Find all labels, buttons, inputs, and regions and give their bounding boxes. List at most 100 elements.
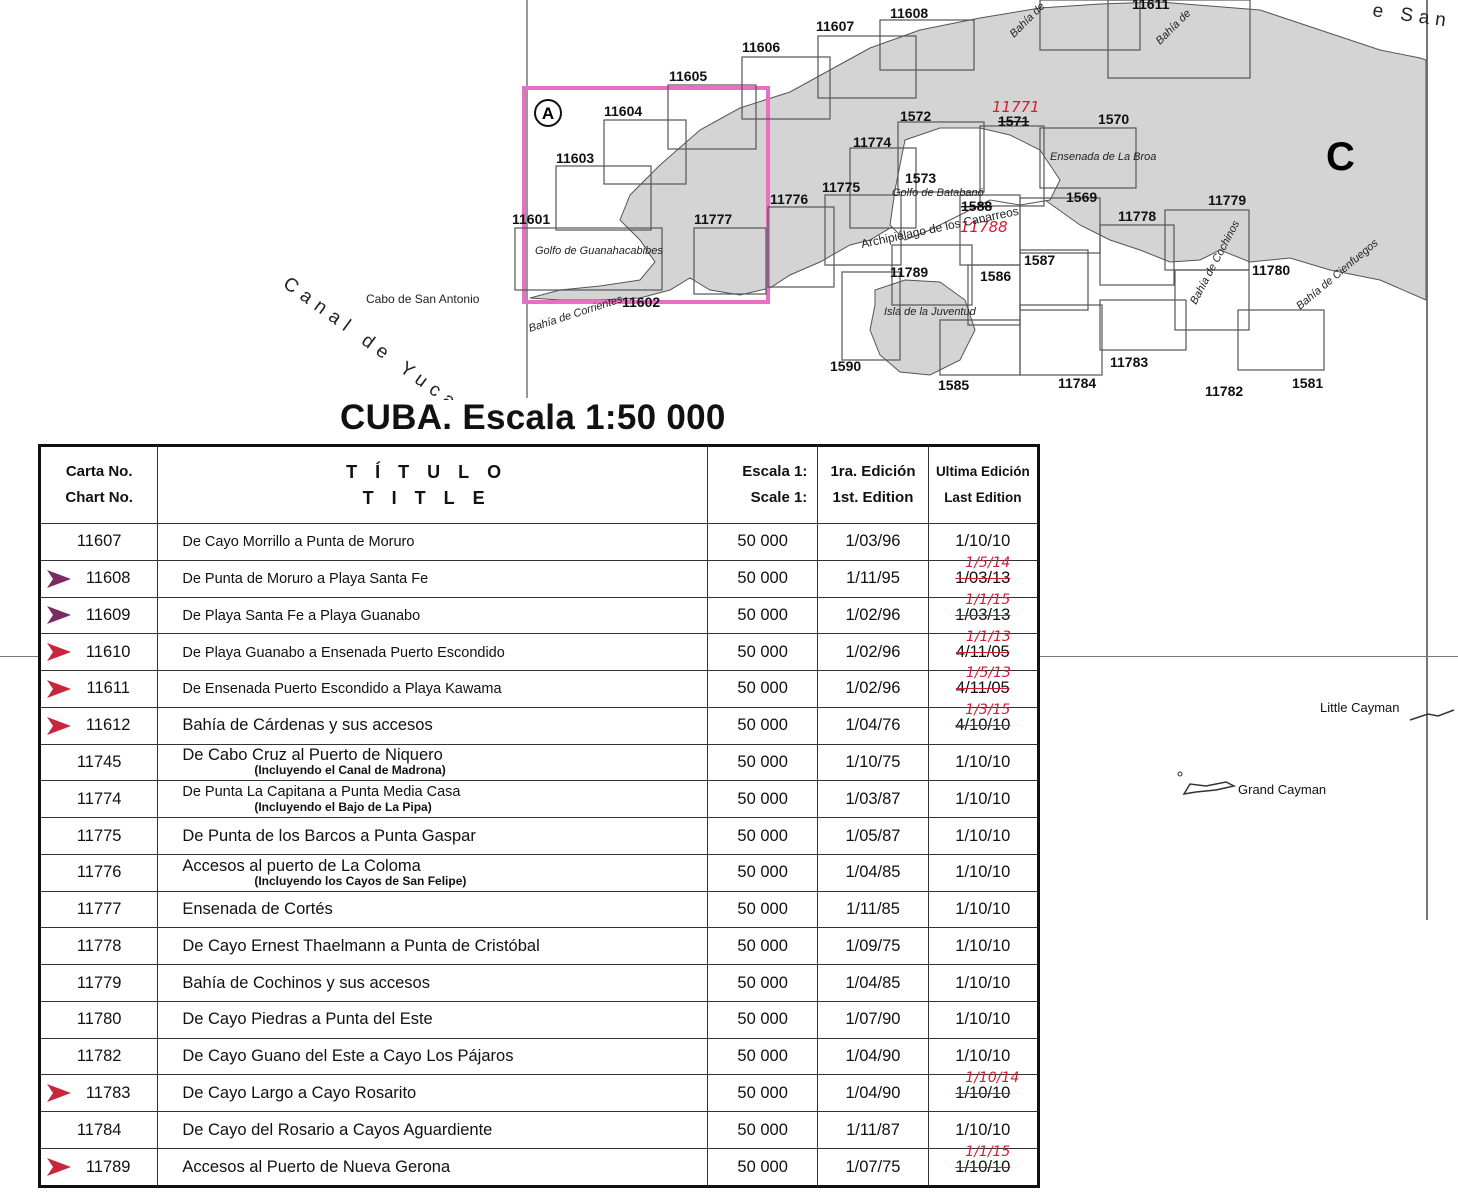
- cell-scale-value: 50 000: [737, 569, 788, 588]
- little-cayman-island: [1409, 709, 1455, 721]
- chart-label-1581[interactable]: 1581: [1292, 375, 1323, 391]
- chart-label-1571[interactable]: 1571: [998, 113, 1029, 129]
- place-label-cabo-san-antonio: Cabo de San Antonio: [366, 292, 480, 306]
- cell-first-edition: 1/02/96: [817, 670, 929, 708]
- chart-label-11778[interactable]: 11778: [1118, 208, 1156, 224]
- chart-title: De Punta de los Barcos a Punta Gaspar: [182, 826, 476, 845]
- chart-label-11775[interactable]: 11775: [822, 179, 860, 195]
- chart-title: De Playa Santa Fe a Playa Guanabo: [182, 607, 421, 624]
- chart-label-11774[interactable]: 11774: [853, 134, 891, 150]
- cell-first-edition-value: 1/02/96: [845, 679, 901, 698]
- chart-label-11607[interactable]: 11607: [816, 18, 854, 34]
- index-map[interactable]: A 11601 11602 11603 11604 11605 11606 11…: [0, 0, 1458, 400]
- chart-label-1569[interactable]: 1569: [1066, 189, 1097, 205]
- chart-label-1585[interactable]: 1585: [938, 377, 969, 393]
- chart-label-1590[interactable]: 1590: [830, 358, 861, 374]
- chart-title: De Cayo Ernest Thaelmann a Punta de Cris…: [182, 936, 540, 955]
- cell-chart-no: 11609: [38, 596, 159, 635]
- last-edition-value: 1/10/10: [955, 1047, 1011, 1066]
- cell-chart-no: 11789: [38, 1148, 159, 1187]
- cell-first-edition-value: 1/03/87: [845, 789, 901, 808]
- cell-scale: 50 000: [706, 1148, 819, 1187]
- handwritten-edition: 1/1/15: [965, 1143, 1011, 1160]
- cell-scale-value: 50 000: [737, 863, 788, 882]
- highlight-region-a[interactable]: [522, 86, 770, 304]
- cell-scale: 50 000: [706, 633, 819, 672]
- region-a-label: A: [542, 104, 554, 123]
- chart-label-11777[interactable]: 11777: [694, 211, 732, 227]
- cell-title: De Cayo Ernest Thaelmann a Punta de Cris…: [157, 927, 708, 966]
- cell-chart-no: 11774: [38, 780, 159, 819]
- cell-scale: 50 000: [706, 1111, 819, 1150]
- cell-scale: 50 000: [706, 596, 819, 635]
- last-edition-value: 1/10/10: [955, 1120, 1011, 1139]
- chart-label-11605[interactable]: 11605: [669, 68, 707, 84]
- cell-scale: 50 000: [706, 523, 819, 561]
- chart-label-11780[interactable]: 11780: [1252, 262, 1290, 278]
- last-edition-value: 4/11/05: [955, 679, 1010, 698]
- cell-first-edition: 1/11/87: [817, 1111, 929, 1150]
- cell-scale: 50 000: [706, 743, 819, 782]
- chart-title: De Cayo Piedras a Punta del Este: [182, 1010, 433, 1029]
- chart-label-1588[interactable]: 1588: [961, 198, 992, 214]
- chart-number: 11778: [76, 936, 122, 955]
- chart-label-11604[interactable]: 11604: [604, 103, 642, 119]
- place-label-grand-cayman: Grand Cayman: [1238, 782, 1327, 797]
- table-row: 11609 De Playa Santa Fe a Playa Guanabo 50…: [38, 592, 1040, 635]
- chart-label-11782[interactable]: 11782: [1205, 383, 1243, 399]
- cell-title: De Punta La Capitana a Punta Media Casa(…: [157, 780, 708, 819]
- cell-chart-no: 11607: [38, 523, 159, 561]
- update-arrow-icon: [47, 606, 71, 625]
- grand-cayman-island: [1177, 771, 1237, 796]
- last-edition-value: 4/11/05: [955, 642, 1010, 661]
- chart-label-11611[interactable]: 11611: [1132, 0, 1170, 12]
- chart-label-1586[interactable]: 1586: [980, 268, 1011, 284]
- isla-de-la-juventud: [869, 279, 976, 376]
- cell-scale: 50 000: [706, 890, 819, 929]
- chart-label-11783[interactable]: 11783: [1110, 354, 1148, 370]
- chart-label-11789[interactable]: 11789: [890, 264, 928, 280]
- cell-first-edition: 1/11/85: [817, 890, 929, 929]
- chart-label-11606[interactable]: 11606: [742, 39, 780, 55]
- cell-first-edition-value: 1/04/90: [845, 1083, 901, 1102]
- chart-label-11776[interactable]: 11776: [770, 191, 808, 207]
- handwritten-edition: 1/1/13: [965, 628, 1011, 645]
- cell-title: De Cayo Largo a Cayo Rosarito: [157, 1074, 708, 1113]
- cell-chart-no: 11782: [38, 1037, 159, 1076]
- chart-label-1587[interactable]: 1587: [1024, 252, 1055, 268]
- cell-first-edition: 1/02/96: [817, 596, 929, 635]
- cell-first-edition: 1/03/96: [817, 523, 929, 561]
- chart-label-11603[interactable]: 11603: [556, 150, 594, 166]
- col-header-chart-no: Carta No.Chart No.: [38, 445, 159, 524]
- cell-first-edition: 1/05/87: [817, 817, 929, 855]
- chart-title: Ensenada de Cortés: [182, 900, 333, 919]
- chart-title: De Cabo Cruz al Puerto de Niquero: [182, 746, 443, 765]
- cell-first-edition: 1/04/85: [817, 964, 929, 1002]
- cell-title: De Cayo Guano del Este a Cayo Los Pájaro…: [157, 1037, 708, 1076]
- cell-first-edition: 1/03/87: [817, 780, 929, 819]
- cell-first-edition-value: 1/02/96: [845, 642, 901, 661]
- chart-number: 11777: [76, 900, 122, 919]
- chart-label-11784[interactable]: 11784: [1058, 375, 1096, 391]
- chart-label-1572[interactable]: 1572: [900, 108, 931, 124]
- chart-label-11779[interactable]: 11779: [1208, 192, 1246, 208]
- cell-scale: 50 000: [706, 559, 819, 598]
- cell-scale-value: 50 000: [737, 532, 788, 551]
- cell-title: De Cayo del Rosario a Cayos Aguardiente: [157, 1111, 708, 1150]
- chart-label-11601[interactable]: 11601: [512, 211, 550, 227]
- chart-label-1570[interactable]: 1570: [1098, 111, 1129, 127]
- chart-label-11602[interactable]: 11602: [622, 294, 660, 310]
- sea-letter-c: C: [1326, 135, 1355, 179]
- cell-scale: 50 000: [706, 1000, 819, 1039]
- chart-label-11608[interactable]: 11608: [890, 5, 928, 21]
- chart-label-1573[interactable]: 1573: [905, 170, 936, 186]
